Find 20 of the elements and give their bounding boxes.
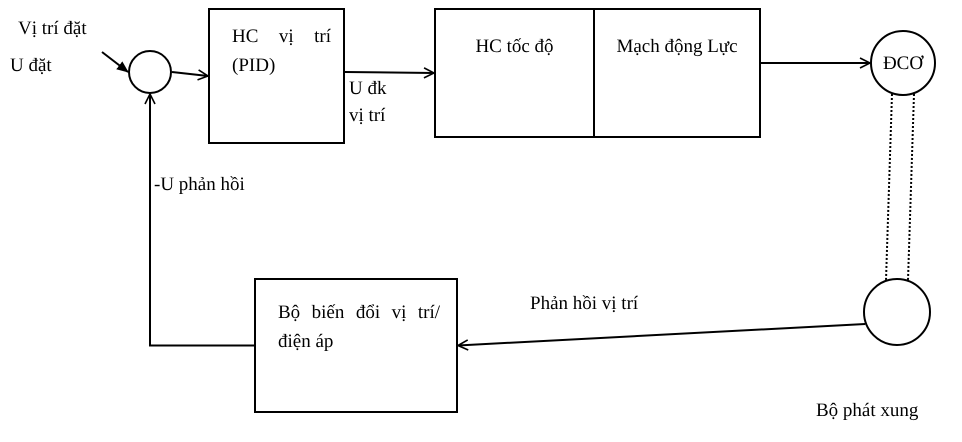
arrow <box>761 57 871 69</box>
controller-block <box>208 8 345 144</box>
input-label: U đặt <box>10 54 53 78</box>
arrow <box>344 67 435 79</box>
arrow <box>144 93 254 346</box>
block-label: HC tốc độ <box>474 35 555 59</box>
block-label: ĐCƠ <box>882 54 924 72</box>
shaft-coupling <box>885 93 915 281</box>
summing-junction <box>128 50 172 94</box>
controller-block <box>434 8 595 138</box>
converter-block <box>254 278 458 413</box>
arrow <box>101 51 129 73</box>
input-heading: Vị trí đặt <box>18 17 88 41</box>
power-circuit-block <box>593 8 761 138</box>
block-label: Bộ biến đổi vị trí/ điện áp <box>278 301 440 354</box>
component-caption: Bộ phát xung <box>816 400 918 422</box>
arrow <box>172 69 209 81</box>
block-label: Mạch động Lực <box>615 35 739 59</box>
arrow <box>457 323 866 351</box>
block-label: HC vị trí (PID) <box>232 25 331 78</box>
